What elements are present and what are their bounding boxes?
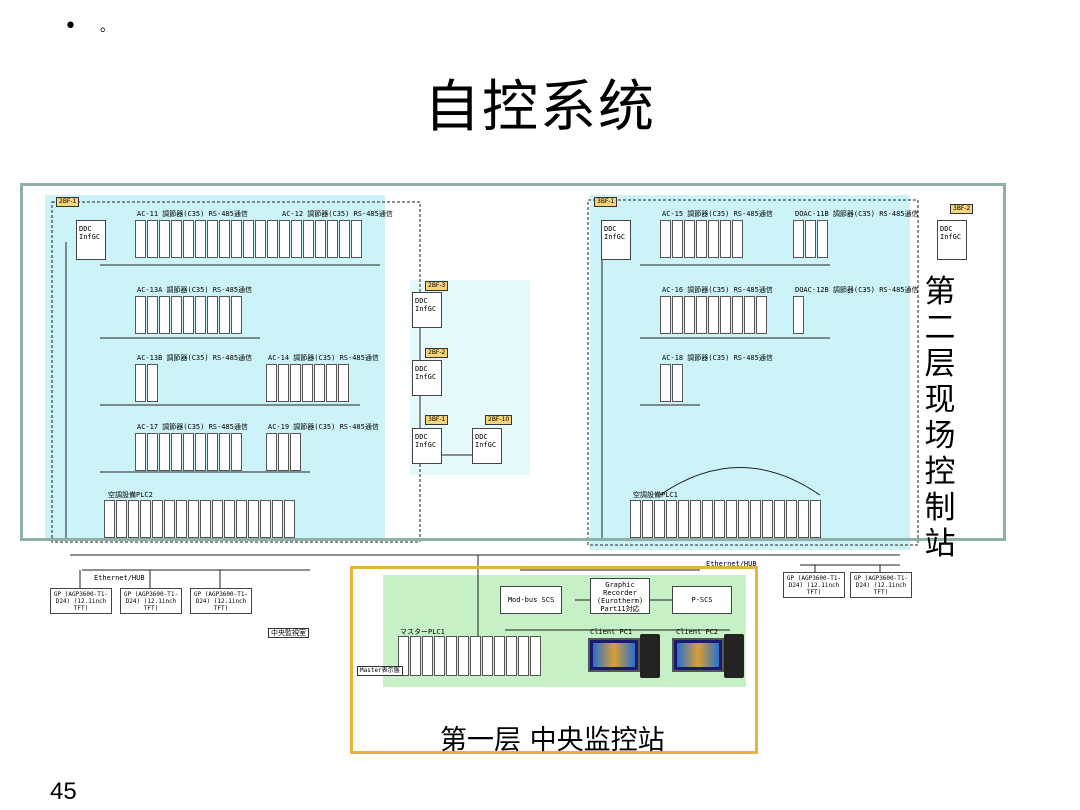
middle-tag-3: 3BF-1 [425,415,449,425]
left-ddc: DDC InfGC [76,220,106,260]
left-group-ac11-modules [135,220,363,258]
right-area-tag: 3BF-1 [594,197,618,207]
master-panel-label: Master表示盤 [357,666,403,676]
client-pc1-label: Client PC1 [590,628,633,636]
layer2-frame [20,183,1006,541]
right-group-ac15-label: AC-15 調節器(C35) RS-485通信 [662,210,773,218]
right-ethernet-label: Ethernet/HUB [706,560,757,568]
left-group-ac19-label: AC-19 調節器(C35) RS-485通信 [268,423,379,431]
modbus-scs: Mod-bus SCS [500,586,562,614]
p-scs: P-SCS [672,586,732,614]
client-pc1-monitor [588,638,640,672]
bullet-small: 。 [100,19,114,35]
left-group-ac14-modules [266,364,350,402]
left-group-ac13a-label: AC-13A 調節器(C35) RS-485通信 [137,286,253,294]
gp-terminal-2: GP (AGP3600-T1-D24) (12.1inch TFT) [120,588,182,614]
right-area-tag-2: 3BF-2 [950,204,974,214]
master-plc-modules [398,636,542,676]
slide-title: 自控系统 [424,75,656,140]
middle-ddc-3: DDC InfGC [412,428,442,464]
central-room-label: 中央監視室 [268,628,309,638]
left-group-ac13b-label: AC-13B 調節器(C35) RS-485通信 [137,354,253,362]
left-group-ac13b-modules [135,364,159,402]
right-plc-modules [630,500,822,538]
right-group-ac16-label: AC-16 調節器(C35) RS-485通信 [662,286,773,294]
gp-terminal-3: GP (AGP3600-T1-D24) (12.1inch TFT) [190,588,252,614]
middle-tag-2: 2BF-2 [425,348,449,358]
bullet-dot: • [64,14,77,39]
middle-ddc-1: DDC InfGC [412,292,442,328]
right-group-doac11b-label: DOAC-11B 調節器(C35) RS-485通信 [795,210,919,218]
left-area-tag: 2BF-1 [56,197,80,207]
client-pc2-tower [724,634,744,678]
right-group-ac18-label: AC-18 調節器(C35) RS-485通信 [662,354,773,362]
right-group-ac15-modules [660,220,744,258]
client-pc1-tower [640,634,660,678]
layer1-frame [350,566,758,754]
left-plc-label: 空調設備PLC2 [108,491,153,499]
layer2-label: 第二层 现场控制站 [924,274,956,562]
right-group-doac12b-label: DOAC-12B 調節器(C35) RS-485通信 [795,286,919,294]
middle-ddc-2: DDC InfGC [412,360,442,396]
page-number: 45 [50,778,77,805]
left-plc-modules [104,500,296,538]
middle-tag-4: 2BF-10 [485,415,513,425]
right-group-doac11b-modules [793,220,829,258]
graphic-recorder: Graphic Recorder (Eurotherm) Part11対応 [590,578,650,614]
left-group-ac14-label: AC-14 調節器(C35) RS-485通信 [268,354,379,362]
gp-terminal-1: GP (AGP3600-T1-D24) (12.1inch TFT) [50,588,112,614]
left-group-ac13a-modules [135,296,243,334]
right-group-ac16-modules [660,296,768,334]
right-ddc: DDC InfGC [601,220,631,260]
right-ddc-2: DDC InfGC [937,220,967,260]
client-pc2-monitor [672,638,724,672]
left-group-ac17-modules [135,433,243,471]
client-pc2-label: Client PC2 [676,628,719,636]
gp-terminal-4: GP (AGP3600-T1-D24) (12.1inch TFT) [783,572,845,598]
gp-terminal-5: GP (AGP3600-T1-D24) (12.1inch TFT) [850,572,912,598]
right-group-ac18-modules [660,364,684,402]
right-station-panel [590,195,910,550]
layer1-label: 第一层 中央监控站 [440,725,665,756]
middle-ddc-4: DDC InfGC [472,428,502,464]
right-group-doac12b-modules [793,296,805,334]
left-group-ac17-label: AC-17 調節器(C35) RS-485通信 [137,423,248,431]
middle-tag-1: 2BF-3 [425,281,449,291]
left-group-ac11-label: AC-11 調節器(C35) RS-485通信 [137,210,248,218]
master-plc-label: マスターPLC1 [400,628,445,636]
left-group-ac12-label: AC-12 調節器(C35) RS-485通信 [282,210,393,218]
left-ethernet-label: Ethernet/HUB [94,574,145,582]
left-group-ac19-modules [266,433,302,471]
right-plc-label: 空調設備PLC1 [633,491,678,499]
